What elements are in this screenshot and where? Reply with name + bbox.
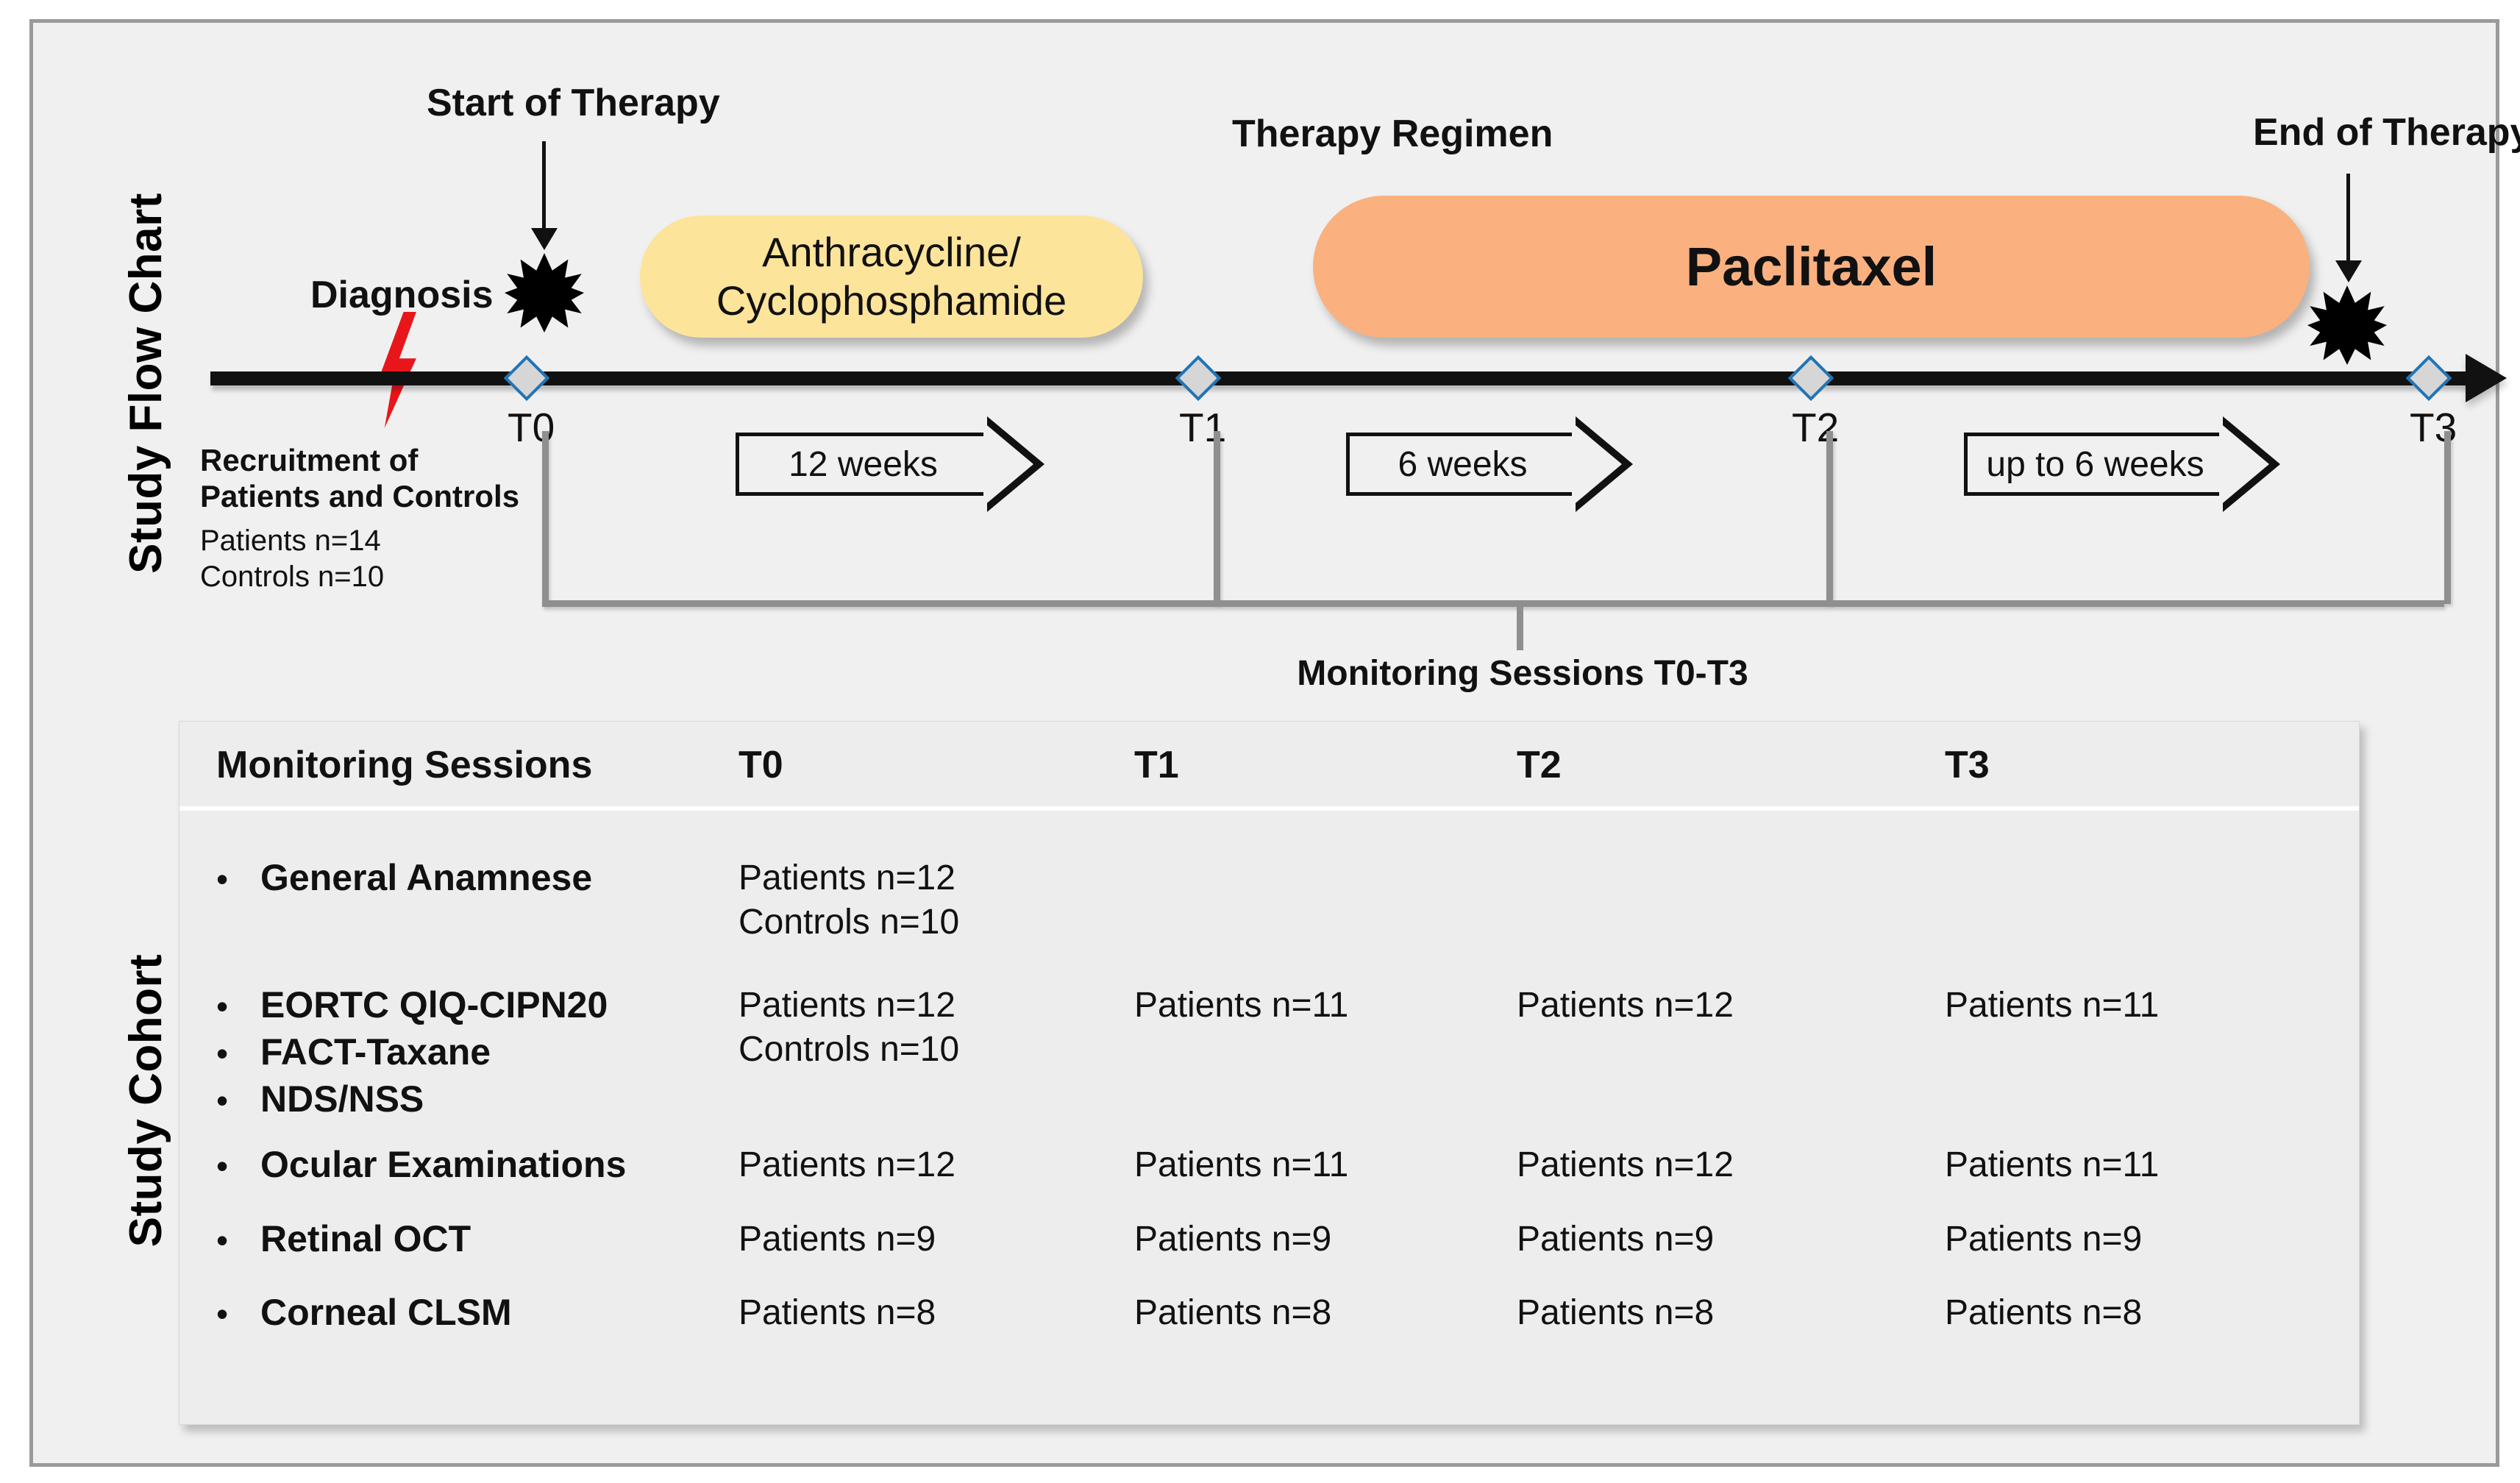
timepoint-marker-t0 bbox=[503, 355, 550, 402]
bracket-horizontal-line bbox=[542, 600, 2444, 607]
interval-label-up-to-6-weeks: up to 6 weeks bbox=[1986, 444, 2204, 484]
cell-ocular-t1: Patients n=11 bbox=[1134, 1145, 1349, 1184]
start-therapy-arrow-shaft bbox=[542, 141, 546, 231]
cell-general-anamnese-t0: Patients n=12 Controls n=10 bbox=[738, 856, 959, 944]
interval-arrow-up-to-6-weeks: up to 6 weeks bbox=[1964, 416, 2280, 512]
cell-retinal-oct-t0: Patients n=9 bbox=[738, 1220, 936, 1259]
cell-ocular-t2: Patients n=12 bbox=[1517, 1145, 1734, 1184]
monitoring-sessions-table: Monitoring Sessions T0 T1 T2 T3 • Genera… bbox=[179, 721, 2360, 1425]
recruitment-title-line2: Patients and Controls bbox=[200, 478, 520, 513]
recruitment-title-line1: Recruitment of bbox=[200, 443, 419, 477]
row-label-corneal-clsm: Corneal CLSM bbox=[260, 1292, 512, 1333]
cell-corneal-clsm-t0: Patients n=8 bbox=[738, 1293, 936, 1332]
timeline-axis bbox=[210, 371, 2477, 385]
cell-retinal-oct-t3: Patients n=9 bbox=[1945, 1220, 2143, 1259]
label-end-of-therapy: End of Therapy bbox=[2253, 111, 2520, 154]
bracket-drop-line-t3 bbox=[2444, 431, 2451, 604]
side-label-study-cohort: Study Cohort bbox=[121, 953, 171, 1248]
column-header-t0: T0 bbox=[738, 744, 783, 786]
cell-ocular-t0: Patients n=12 bbox=[738, 1145, 955, 1184]
cell-corneal-clsm-t2: Patients n=8 bbox=[1517, 1293, 1715, 1332]
label-start-of-therapy: Start of Therapy bbox=[427, 82, 720, 124]
label-diagnosis: Diagnosis bbox=[310, 274, 494, 316]
pill-ac-line2: Cyclophosphamide bbox=[716, 277, 1067, 324]
table-header-row: Monitoring Sessions T0 T1 T2 T3 bbox=[179, 722, 2359, 811]
column-header-monitoring-sessions: Monitoring Sessions bbox=[216, 744, 593, 786]
column-header-t3: T3 bbox=[1945, 744, 1990, 786]
row-bullet-icon: • bbox=[216, 987, 229, 1025]
timepoint-marker-t3 bbox=[2405, 355, 2452, 402]
cell-corneal-clsm-t3: Patients n=8 bbox=[1945, 1293, 2143, 1332]
cell-text: Patients n=12 Controls n=10 bbox=[738, 986, 960, 1069]
bracket-center-stem bbox=[1517, 600, 1523, 650]
bracket-drop-line-t0 bbox=[542, 431, 549, 604]
row-label-retinal-oct: Retinal OCT bbox=[260, 1218, 471, 1259]
column-header-t2: T2 bbox=[1517, 744, 1562, 786]
table-body: • General Anamnese Patients n=12 Control… bbox=[179, 811, 2359, 1426]
bracket-drop-line-t2 bbox=[1826, 431, 1833, 604]
cell-retinal-oct-t1: Patients n=9 bbox=[1134, 1220, 1332, 1259]
bracket-caption-monitoring-sessions: Monitoring Sessions T0-T3 bbox=[1297, 654, 1748, 693]
recruitment-note: Recruitment of Patients and Controls Pat… bbox=[200, 443, 519, 595]
timepoint-marker-t2 bbox=[1787, 355, 1834, 402]
row-label-eortc-qlq-cipn20: EORTC QlQ-CIPN20 bbox=[260, 984, 608, 1025]
row-label-fact-taxane: FACT-Taxane bbox=[260, 1031, 491, 1073]
timepoint-marker-t1 bbox=[1175, 355, 1222, 402]
row-label-nds-nss: NDS/NSS bbox=[260, 1078, 424, 1120]
interval-arrow-12-weeks: 12 weeks bbox=[736, 416, 1044, 512]
row-label-ocular-examinations: Ocular Examinations bbox=[260, 1144, 627, 1185]
pill-anthracycline-cyclophosphamide: Anthracycline/ Cyclophosphamide bbox=[640, 216, 1143, 338]
row-label-general-anamnese: General Anamnese bbox=[260, 857, 593, 898]
cell-retinal-oct-t2: Patients n=9 bbox=[1517, 1220, 1715, 1259]
cell-ocular-t3: Patients n=11 bbox=[1945, 1145, 2160, 1184]
row-bullet-icon: • bbox=[216, 1034, 229, 1073]
row-bullet-icon: • bbox=[216, 1081, 229, 1120]
start-therapy-burst-icon bbox=[505, 253, 584, 332]
cell-eortc-t1: Patients n=11 bbox=[1134, 986, 1349, 1025]
cell-eortc-t2: Patients n=12 bbox=[1517, 986, 1734, 1025]
cell-eortc-t3: Patients n=11 bbox=[1945, 986, 2160, 1025]
pill-paclitaxel-label: Paclitaxel bbox=[1685, 236, 1937, 297]
start-therapy-arrow-head bbox=[531, 228, 558, 250]
column-header-t1: T1 bbox=[1134, 744, 1179, 786]
timeline-arrow-head bbox=[2466, 354, 2507, 402]
row-bullet-icon: • bbox=[216, 860, 229, 898]
end-therapy-arrow-shaft bbox=[2346, 174, 2350, 263]
flow-chart-section: Start of Therapy Therapy Regimen End of … bbox=[29, 19, 2520, 718]
recruitment-controls-count: Controls n=10 bbox=[200, 561, 385, 594]
interval-arrow-6-weeks: 6 weeks bbox=[1346, 416, 1633, 512]
recruitment-patients-count: Patients n=14 bbox=[200, 524, 381, 558]
bracket-drop-line-t1 bbox=[1214, 431, 1220, 604]
diagnosis-lightning-icon bbox=[380, 312, 416, 428]
pill-ac-line1: Anthracycline/ bbox=[762, 228, 1021, 275]
row-bullet-icon: • bbox=[216, 1221, 229, 1259]
cell-corneal-clsm-t1: Patients n=8 bbox=[1134, 1293, 1332, 1332]
pill-paclitaxel: Paclitaxel bbox=[1313, 196, 2310, 338]
label-therapy-regimen: Therapy Regimen bbox=[1232, 113, 1553, 155]
row-bullet-icon: • bbox=[216, 1147, 229, 1185]
end-therapy-arrow-head bbox=[2335, 260, 2362, 282]
cell-eortc-t0: Patients n=12 Controls n=10 bbox=[738, 984, 959, 1071]
interval-label-12-weeks: 12 weeks bbox=[789, 444, 938, 484]
end-therapy-burst-icon bbox=[2307, 285, 2387, 365]
row-bullet-icon: • bbox=[216, 1295, 229, 1333]
cell-text: Patients n=12 Controls n=10 bbox=[738, 858, 960, 942]
interval-label-6-weeks: 6 weeks bbox=[1398, 444, 1528, 484]
